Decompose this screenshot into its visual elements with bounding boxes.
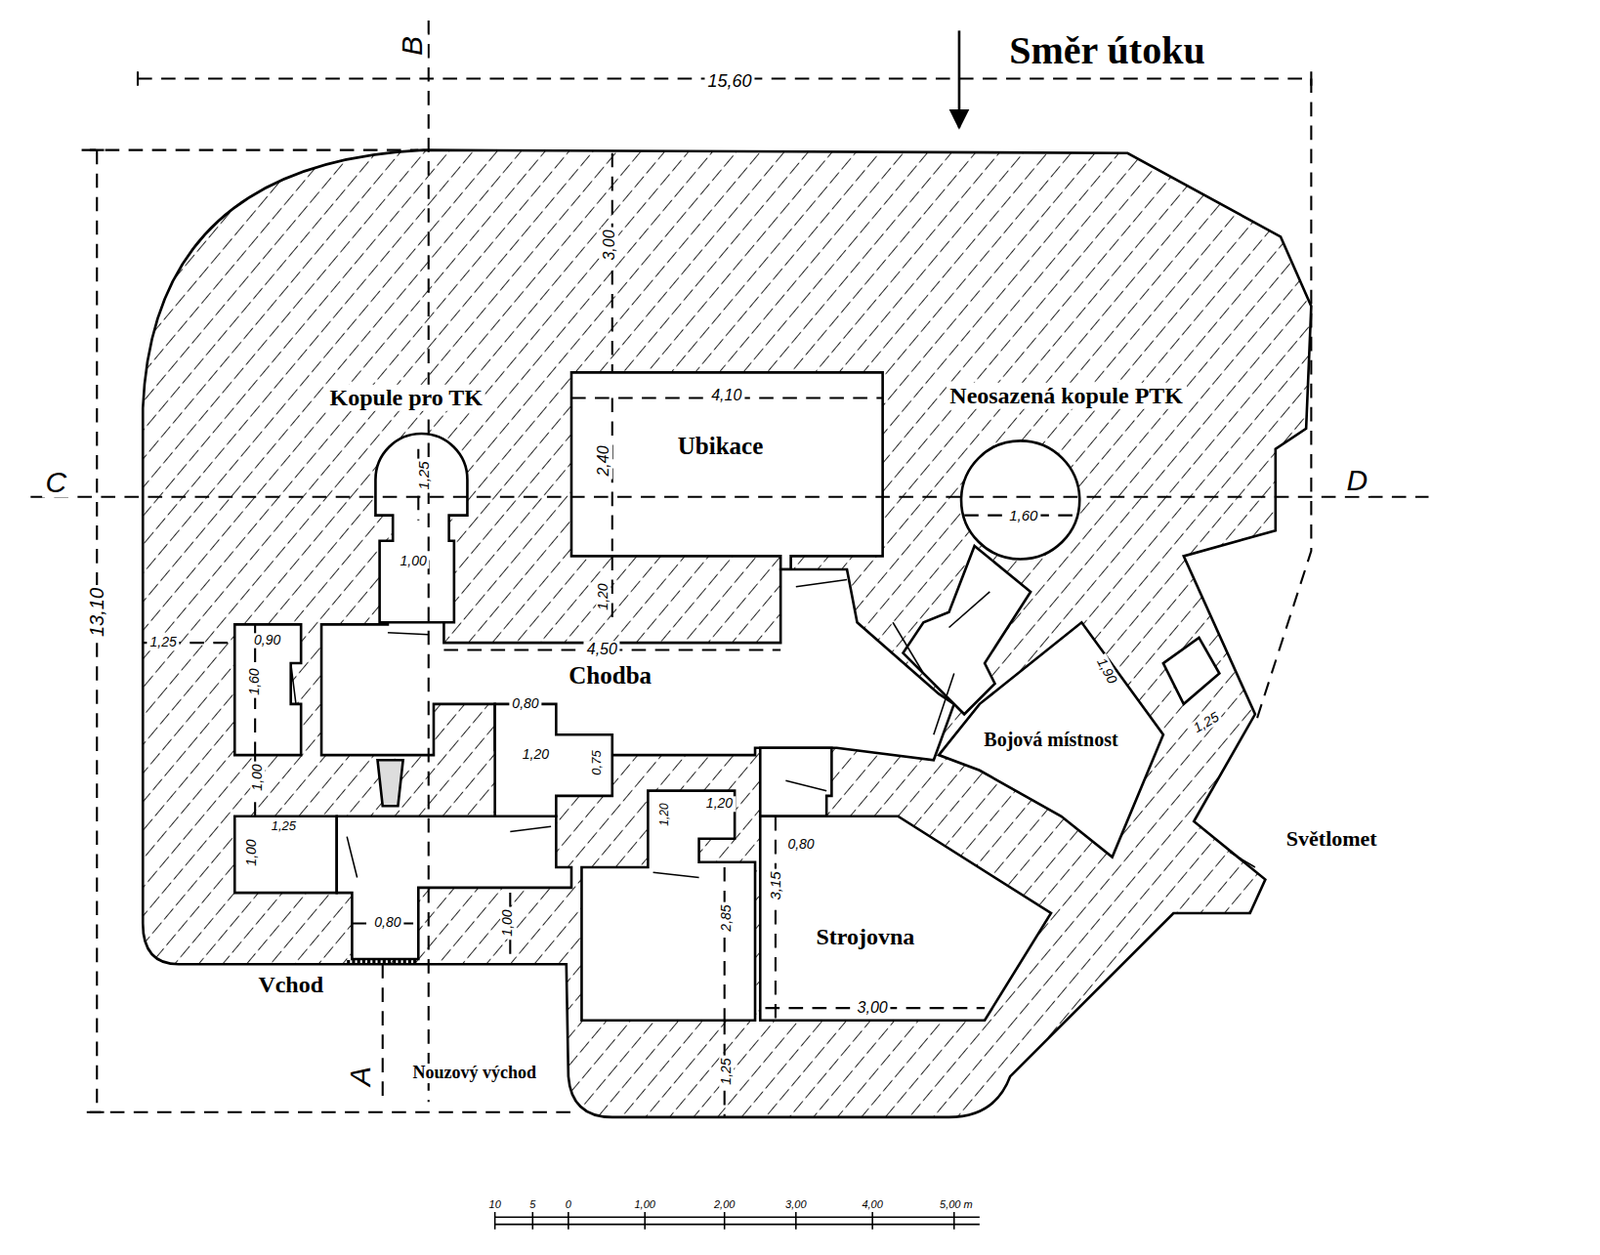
embrasure bbox=[1163, 637, 1220, 705]
dimension-label: 0,90 bbox=[251, 632, 284, 648]
dimension-label: B bbox=[394, 33, 427, 59]
rooms bbox=[234, 372, 1220, 1020]
ptk-cupola bbox=[961, 440, 1080, 559]
room-label: Směr útoku bbox=[1006, 29, 1208, 73]
dimension-label: 1,25 bbox=[147, 634, 180, 650]
dimension-label: 1,20 bbox=[703, 796, 736, 811]
dimension-label: 0 bbox=[562, 1198, 575, 1211]
dimension-label: 5,00 m bbox=[936, 1198, 976, 1211]
dimension-label: 1,20 bbox=[596, 580, 612, 613]
dimension-label: 1,00 bbox=[631, 1198, 658, 1211]
dimension-label: D bbox=[1344, 463, 1372, 496]
room-label: Bojová místnost bbox=[980, 728, 1121, 751]
dimension-label: 15,60 bbox=[704, 72, 755, 92]
dimension-label: 10 bbox=[486, 1198, 505, 1211]
room-label: Nouzový východ bbox=[409, 1063, 540, 1084]
dimension-label: 5 bbox=[526, 1198, 539, 1211]
tk-cupola bbox=[375, 433, 467, 623]
vestibule bbox=[759, 748, 832, 817]
dimension-label: C bbox=[42, 465, 71, 499]
dimension-label: 3,15 bbox=[767, 868, 785, 903]
dimension-label: 13,10 bbox=[85, 585, 108, 640]
small-room bbox=[234, 624, 301, 756]
dimension-label: 2,00 bbox=[711, 1198, 738, 1211]
dimension-label: 4,10 bbox=[708, 387, 745, 406]
dimension-label: 1,25 bbox=[1188, 708, 1224, 738]
small-room bbox=[495, 704, 613, 817]
room-label: Ubikace bbox=[674, 432, 767, 461]
dimension-label: 2,40 bbox=[595, 443, 614, 480]
attack-arrow bbox=[958, 30, 962, 127]
room-label: Vchod bbox=[254, 971, 327, 998]
dimension-label: 0,80 bbox=[371, 916, 404, 931]
dimension-label: 0,75 bbox=[589, 748, 604, 779]
side-room bbox=[581, 791, 756, 1021]
room-label: Strojovna bbox=[812, 924, 918, 950]
room-label: Chodba bbox=[565, 662, 655, 690]
scale-bar bbox=[495, 1212, 980, 1230]
small-room bbox=[234, 816, 337, 893]
room-label: Kopule pro TK bbox=[327, 384, 487, 411]
dimension-label: 1,00 bbox=[251, 760, 266, 794]
dimension-label: 1,20 bbox=[659, 800, 673, 829]
dimension-label: 1,25 bbox=[415, 458, 432, 493]
dimension-ticks bbox=[89, 71, 1311, 1113]
door-lines bbox=[291, 579, 1256, 878]
dimension-label: 1,00 bbox=[501, 907, 516, 940]
ptk-passage bbox=[903, 546, 1032, 715]
dimension-label: 1,90 bbox=[1093, 653, 1122, 690]
room-label: Světlomet bbox=[1283, 827, 1381, 851]
dimension-label: 1,60 bbox=[247, 665, 262, 698]
dimension-label: 2,85 bbox=[718, 902, 734, 935]
dimension-label: A bbox=[342, 1063, 376, 1090]
quarters-room bbox=[571, 372, 884, 570]
concrete-body bbox=[142, 150, 1311, 1118]
machine-room bbox=[759, 816, 1052, 1021]
dimension-label: 3,00 bbox=[854, 999, 891, 1017]
dimension-label: 0,80 bbox=[508, 696, 542, 712]
dimension-label: 1,60 bbox=[1006, 506, 1041, 524]
room-label: Neosazená kopule PTK bbox=[946, 382, 1187, 409]
door bbox=[346, 960, 419, 965]
dimension-label: 1,25 bbox=[268, 819, 299, 834]
dimension-label: 4,50 bbox=[584, 641, 621, 660]
dimension-label: 1,00 bbox=[396, 553, 429, 569]
dimension-label: 1,20 bbox=[519, 747, 552, 762]
dimension-label: 1,00 bbox=[244, 837, 259, 870]
dimension-label: 3,00 bbox=[782, 1198, 809, 1211]
entrance-hall bbox=[336, 816, 572, 960]
dimension-label: 3,00 bbox=[600, 226, 619, 263]
dimension-lines bbox=[30, 20, 1429, 1118]
door bbox=[378, 759, 404, 806]
dimension-label: 1,25 bbox=[718, 1054, 734, 1088]
dimension-label: 4,00 bbox=[858, 1198, 885, 1211]
dimension-label: 0,80 bbox=[784, 837, 817, 852]
